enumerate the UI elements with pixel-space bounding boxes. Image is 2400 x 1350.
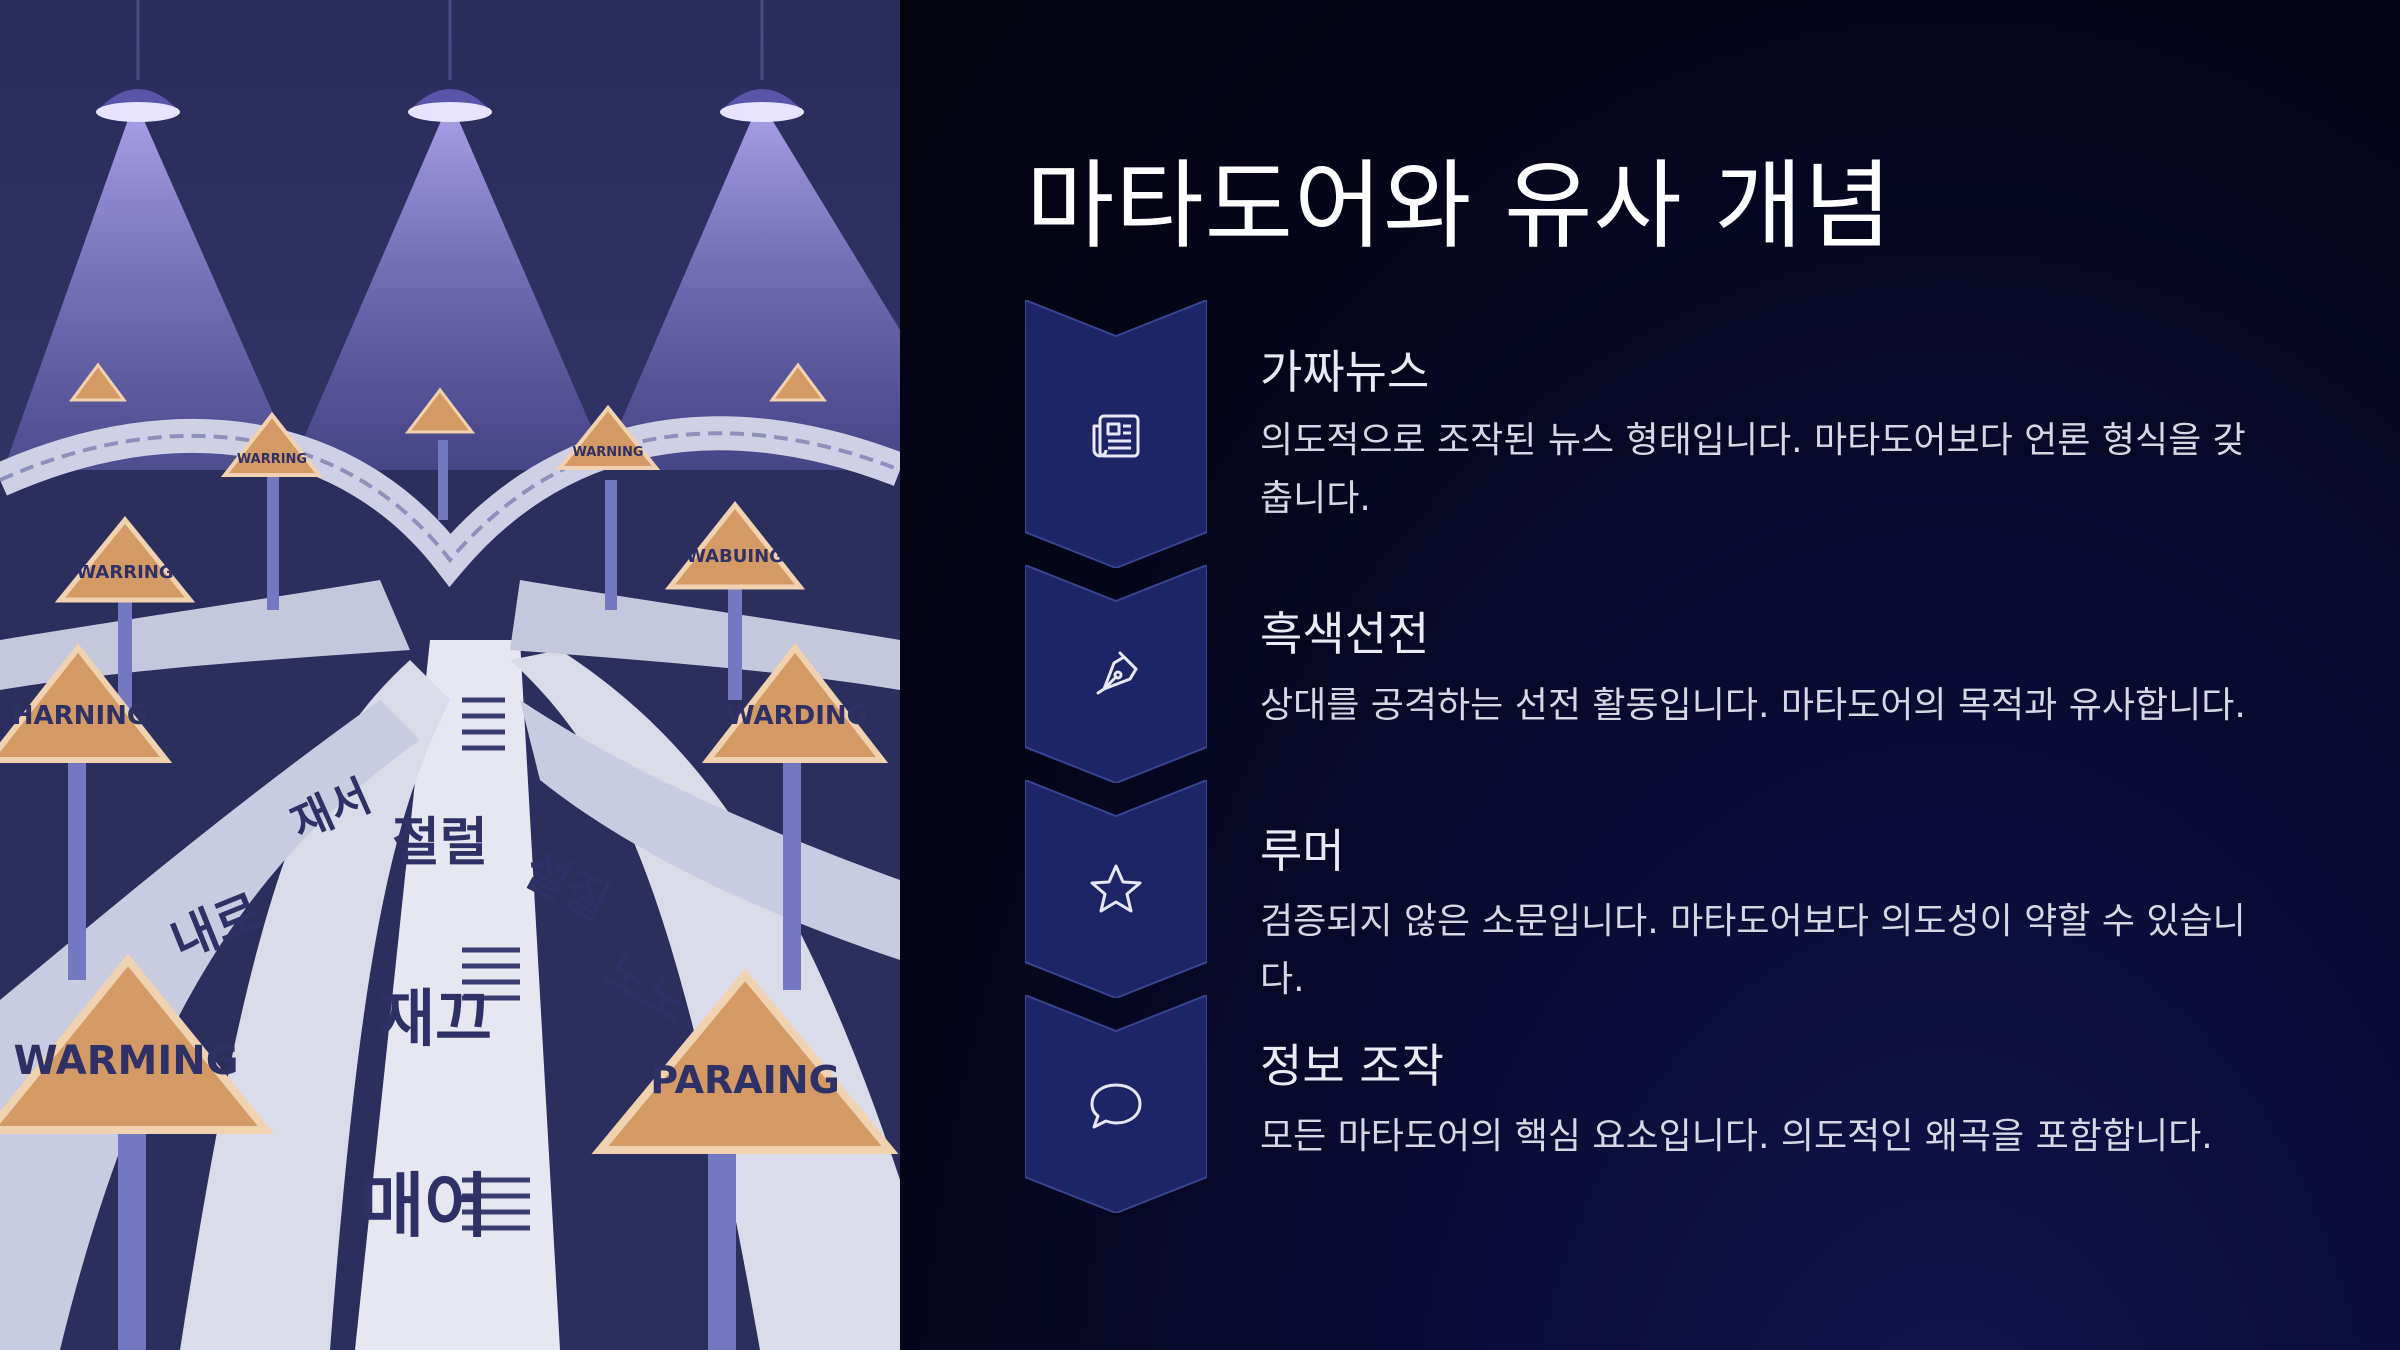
svg-text:WARMING: WARMING (13, 1038, 238, 1084)
svg-text:HARNING: HARNING (12, 701, 148, 731)
road-text: 재끄 (378, 982, 492, 1055)
chevron-marker (1025, 780, 1207, 998)
warning-sign (404, 387, 476, 434)
road-signs-illustration: 절럴 재끄 매어 설질 노노 재서 내로 (0, 0, 900, 1350)
warning-sign (69, 362, 127, 402)
item-title: 루머 (1260, 824, 1345, 878)
warning-sign: PARAING (591, 968, 899, 1154)
slide-title: 마타도어와 유사 개념 (1026, 150, 1893, 262)
speech-bubble-icon (1086, 1075, 1146, 1135)
warning-sign: HARNING (0, 643, 173, 763)
road (0, 580, 410, 690)
light-beam (600, 100, 900, 470)
item-description: 검증되지 않은 소문입니다. 마타도어보다 의도성이 약할 수 있습니다. (1260, 901, 2246, 1000)
svg-text:WARNING: WARNING (572, 445, 643, 460)
road-text-lines (0, 431, 900, 564)
item-title: 정보 조작 (1260, 1039, 1444, 1093)
road (355, 640, 560, 1350)
svg-text:WARRING: WARRING (237, 452, 307, 467)
road (0, 700, 420, 1350)
chevron-marker (1025, 300, 1207, 568)
road-text: 절럴 (392, 813, 488, 873)
svg-text:WARDING: WARDING (726, 701, 868, 731)
warning-sign: WARDING (701, 643, 889, 763)
warning-sign: WARRING (54, 516, 196, 603)
warning-sign: WARNING (555, 404, 661, 470)
item-description: 의도적으로 조작된 뉴스 형태입니다. 마타도어보다 언론 형식을 갖춥니다. (1260, 420, 2246, 519)
road (510, 650, 900, 1350)
road (520, 700, 900, 960)
ceiling-lamp (720, 0, 804, 122)
svg-text:PARAING: PARAING (650, 1058, 840, 1102)
ceiling-lamp (96, 0, 180, 122)
road-text-lines (462, 697, 530, 1231)
content-panel: 마타도어와 유사 개념 가짜뉴스 의도적으로 조작된 뉴스 형태입니다. 마타도… (900, 0, 2400, 1350)
pen-nib-icon (1086, 643, 1146, 703)
newspaper-icon (1086, 406, 1146, 466)
hero-illustration: 절럴 재끄 매어 설질 노노 재서 내로 (0, 0, 900, 1350)
ceiling-lamp (408, 0, 492, 122)
item-title: 가짜뉴스 (1260, 345, 1430, 399)
light-beam (0, 100, 320, 520)
svg-text:WABUING: WABUING (686, 546, 784, 567)
road (180, 660, 450, 1350)
star-icon (1086, 860, 1146, 920)
warning-sign (769, 362, 827, 402)
sign-poles (68, 440, 801, 1350)
road-text: 매어 (360, 1165, 489, 1247)
svg-text:WARRING: WARRING (76, 562, 173, 583)
light-beam (290, 100, 610, 470)
item-description: 상대를 공격하는 선전 활동입니다. 마타도어의 목적과 유사합니다. (1260, 685, 2246, 726)
warning-sign: WARMING (0, 953, 275, 1134)
warning-sign: WABUING (664, 500, 806, 590)
item-description: 모든 마타도어의 핵심 요소입니다. 의도적인 왜곡을 포함합니다. (1260, 1116, 2213, 1157)
chevron-marker (1025, 565, 1207, 783)
item-title: 흑색선전 (1260, 607, 1430, 661)
warning-sign: WARRING (220, 411, 324, 477)
chevron-marker (1025, 995, 1207, 1213)
